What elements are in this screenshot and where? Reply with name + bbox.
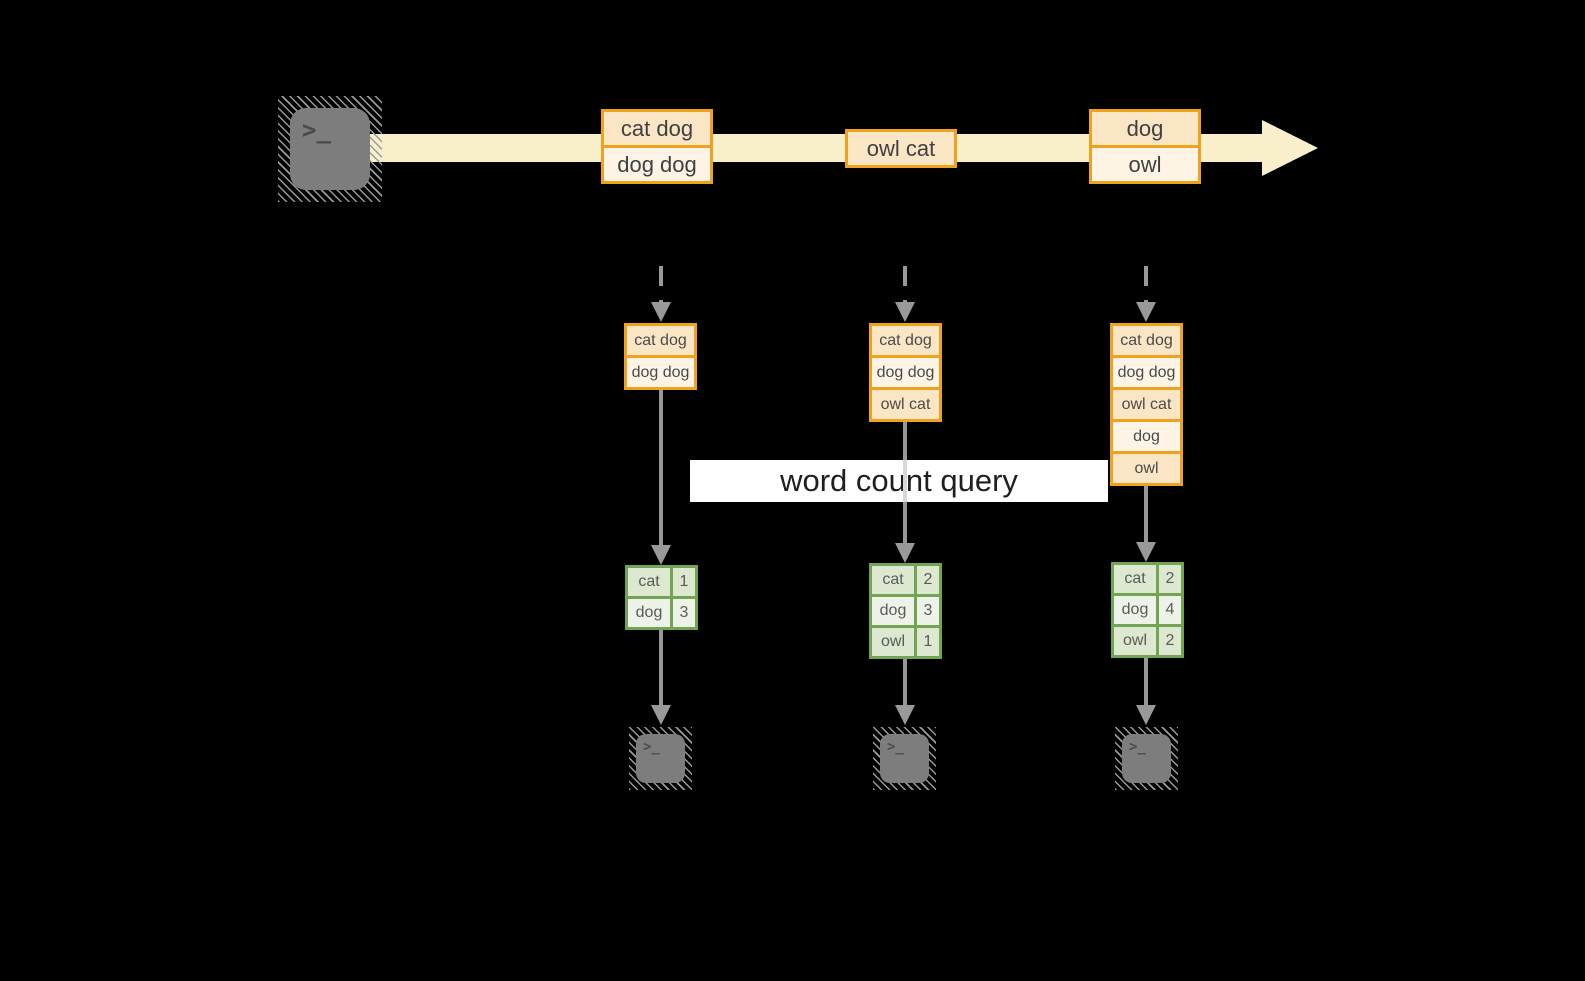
ingest-arrowhead-icon: [895, 302, 915, 322]
result-count-cell: 2: [1159, 627, 1181, 655]
state-row: cat dog: [872, 326, 939, 355]
flow-arrowhead-icon: [895, 543, 915, 563]
stream-event-box: owl cat: [845, 129, 957, 168]
ingest-arrowhead-icon: [1136, 302, 1156, 322]
result-word-cell: cat: [872, 566, 914, 594]
state-row: cat dog: [627, 326, 694, 355]
output-terminal-icon: >_: [873, 727, 936, 790]
terminal-prompt-glyph: >_: [880, 734, 929, 783]
state-row: owl cat: [872, 387, 939, 419]
terminal-prompt-glyph: >_: [290, 108, 370, 190]
result-count-cell: 1: [917, 628, 939, 656]
terminal-prompt-glyph: >_: [636, 734, 685, 783]
flow-arrowhead-icon: [651, 545, 671, 565]
flow-line: [659, 389, 663, 545]
ingest-dashed-arrow: [659, 266, 663, 302]
flow-arrowhead-icon: [1136, 705, 1156, 725]
result-count-cell: 1: [673, 568, 695, 596]
state-stack: cat dog dog dog owl cat dog owl: [1110, 323, 1183, 486]
result-table: cat 2 dog 4 owl 2: [1111, 562, 1184, 658]
state-stack: cat dog dog dog: [624, 323, 697, 390]
flow-arrowhead-icon: [1136, 542, 1156, 562]
state-row: cat dog: [1113, 326, 1180, 355]
state-stack: cat dog dog dog owl cat: [869, 323, 942, 422]
state-row: dog dog: [627, 355, 694, 387]
output-terminal-icon: >_: [629, 727, 692, 790]
stream-event-row: dog: [1089, 109, 1201, 148]
result-count-cell: 2: [1159, 565, 1181, 593]
result-table: cat 2 dog 3 owl 1: [869, 563, 942, 659]
result-count-cell: 2: [917, 566, 939, 594]
flow-line-through-banner: [903, 460, 907, 502]
flow-line: [1144, 485, 1148, 542]
result-word-cell: cat: [1114, 565, 1156, 593]
stream-event-row: cat dog: [601, 109, 713, 148]
result-table: cat 1 dog 3: [625, 565, 698, 630]
stream-event-box: cat dog dog dog: [601, 109, 713, 184]
flow-line: [659, 630, 663, 705]
stream-event-row: owl: [1089, 145, 1201, 184]
terminal-prompt-glyph: >_: [1122, 734, 1171, 783]
state-row: dog dog: [1113, 355, 1180, 387]
state-row: owl: [1113, 451, 1180, 483]
flow-line: [1144, 658, 1148, 705]
ingest-dashed-arrow: [1144, 266, 1148, 302]
result-word-cell: dog: [1114, 596, 1156, 624]
flow-line: [903, 659, 907, 705]
flow-arrowhead-icon: [651, 705, 671, 725]
flow-arrowhead-icon: [895, 705, 915, 725]
result-count-cell: 3: [917, 597, 939, 625]
state-row: dog dog: [872, 355, 939, 387]
stream-event-row: dog dog: [601, 145, 713, 184]
state-row: dog: [1113, 419, 1180, 451]
ingest-dashed-arrow: [903, 266, 907, 302]
result-count-cell: 4: [1159, 596, 1181, 624]
query-banner: word count query: [690, 460, 1108, 502]
result-word-cell: owl: [1114, 627, 1156, 655]
output-terminal-icon: >_: [1115, 727, 1178, 790]
result-word-cell: cat: [628, 568, 670, 596]
result-count-cell: 3: [673, 599, 695, 627]
stream-event-row: owl cat: [845, 129, 957, 168]
state-row: owl cat: [1113, 387, 1180, 419]
result-word-cell: owl: [872, 628, 914, 656]
stream-event-box: dog owl: [1089, 109, 1201, 184]
ingest-arrowhead-icon: [651, 302, 671, 322]
result-word-cell: dog: [872, 597, 914, 625]
source-terminal-icon: >_: [278, 96, 382, 202]
result-word-cell: dog: [628, 599, 670, 627]
stream-arrowhead-icon: [1262, 120, 1318, 176]
